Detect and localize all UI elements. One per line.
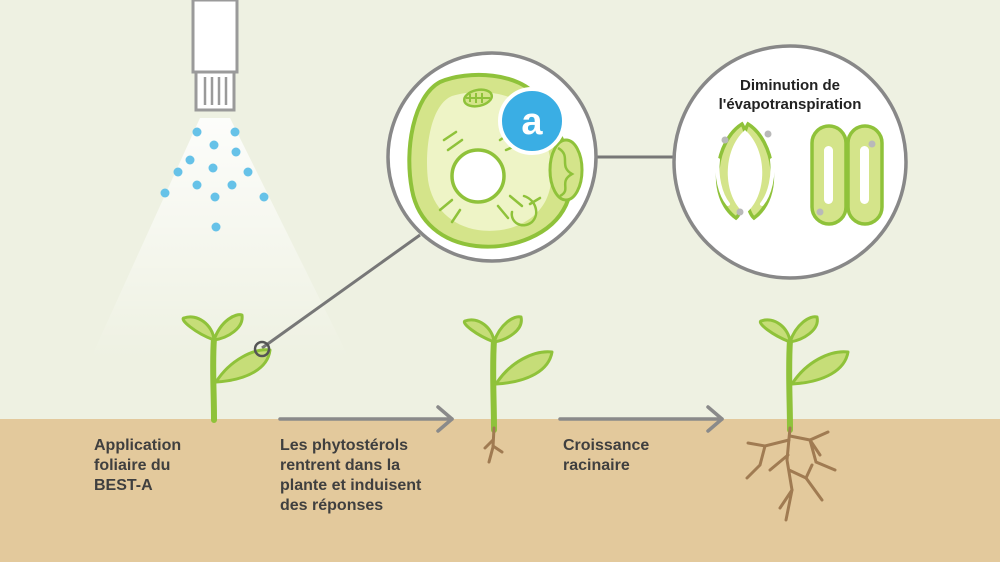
best-a-badge-icon: a: [498, 87, 566, 155]
plant-sprayed: [181, 313, 272, 423]
closed-stoma-icon: [810, 124, 884, 226]
zoom-connector-line: [261, 233, 421, 350]
spray-drop: [209, 140, 219, 150]
plant-absorbing: [462, 315, 554, 464]
spray-drop: [208, 163, 218, 173]
open-stoma-icon: [715, 121, 775, 221]
cell-zoom-circle: a: [386, 51, 598, 263]
plant-grown: [745, 315, 850, 522]
spray-drop: [192, 180, 202, 190]
zoom-target-ring: [253, 340, 271, 358]
spray-drop: [211, 222, 221, 232]
arrow-step-1-to-2: [278, 405, 454, 433]
spray-mist: [90, 118, 350, 360]
step-2-caption: Les phytostérols rentrent dans la plante…: [280, 437, 422, 514]
spray-drop: [173, 167, 183, 177]
roots-large: [745, 426, 837, 522]
spray-drop: [230, 127, 240, 137]
step-1-caption: Application foliaire du BEST-A: [94, 437, 182, 494]
spray-drop: [185, 155, 195, 165]
spray-drop: [259, 192, 269, 202]
spray-drop: [231, 147, 241, 157]
spray-drop: [210, 192, 220, 202]
badge-letter: a: [521, 101, 543, 143]
arrow-step-2-to-3: [558, 405, 724, 433]
spray-drop: [243, 167, 253, 177]
stomata-icon: [715, 121, 884, 226]
stomata-zoom-title: Diminution de l'évapotranspiration: [718, 77, 862, 113]
spray-drop: [192, 127, 202, 137]
step-3-caption: Croissance racinaire: [563, 437, 650, 474]
spray-drop: [227, 180, 237, 190]
spray-droplets: [160, 127, 269, 232]
sprayer-nozzle-icon: [191, 0, 239, 112]
roots-small: [483, 426, 504, 464]
spray-drop: [160, 188, 170, 198]
stomata-zoom-circle: [672, 44, 908, 280]
soil-layer: [0, 419, 1000, 562]
